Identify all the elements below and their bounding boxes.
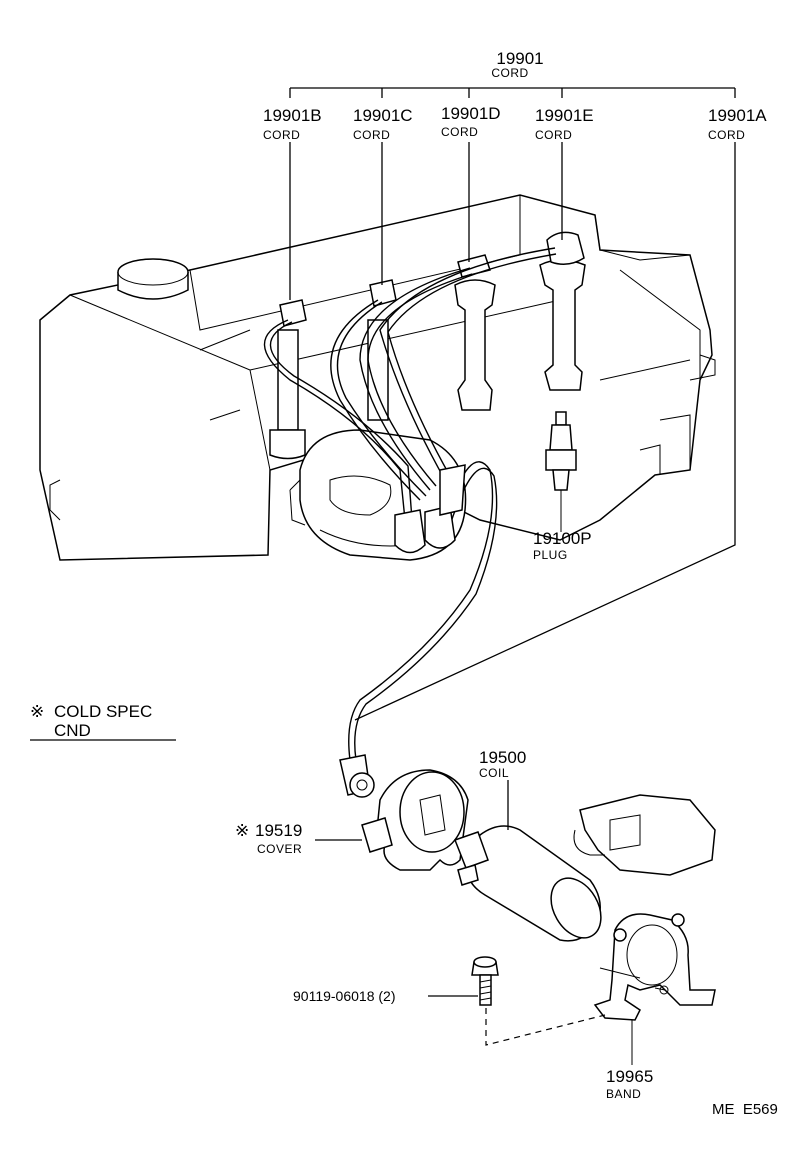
label-cord-d-name: CORD	[441, 125, 478, 139]
label-cord-b-name: CORD	[263, 128, 300, 142]
label-cord-a-name: CORD	[708, 128, 745, 142]
igniter	[573, 794, 716, 876]
label-cord-c-name: CORD	[353, 128, 390, 142]
label-coil-number: 19500	[479, 748, 526, 767]
label-band-number: 19965	[606, 1067, 653, 1086]
label-cord-set-name: CORD	[491, 66, 528, 80]
legend-line2: CND	[54, 721, 91, 740]
label-cover-name: COVER	[257, 842, 302, 856]
coil-band	[593, 913, 716, 1065]
label-band-name: BAND	[606, 1087, 641, 1101]
plug-boots	[269, 231, 586, 460]
label-coil-name: COIL	[479, 766, 509, 780]
label-cord-e-number: 19901E	[535, 106, 594, 125]
spark-plug	[545, 411, 577, 532]
label-cord-e-name: CORD	[535, 128, 572, 142]
label-bolt-number: 90119-06018 (2)	[293, 988, 395, 1004]
footer-code: ME E569	[712, 1101, 778, 1118]
ignition-coil	[454, 825, 602, 942]
distributor	[289, 429, 467, 561]
label-cover-number: 19519	[255, 821, 302, 840]
legend-line1: COLD SPEC	[54, 702, 152, 721]
label-cord-b-number: 19901B	[263, 106, 322, 125]
legend-mark: ※	[30, 702, 44, 721]
ignition-cords	[263, 247, 557, 798]
coil-cover	[361, 769, 469, 871]
bolt	[471, 956, 606, 1046]
label-cord-c-number: 19901C	[353, 106, 413, 125]
leader-lines	[30, 87, 736, 997]
label-cord-d-number: 19901D	[441, 104, 501, 123]
label-cord-set-number: 19901	[496, 49, 543, 68]
label-plug-name: PLUG	[533, 548, 568, 562]
label-cord-a-number: 19901A	[708, 106, 767, 125]
labels: 19901 CORD 19901B CORD 19901C CORD 19901…	[30, 49, 778, 1118]
label-plug-number: 19100P	[533, 529, 592, 548]
label-cover-mark: ※	[235, 821, 249, 840]
